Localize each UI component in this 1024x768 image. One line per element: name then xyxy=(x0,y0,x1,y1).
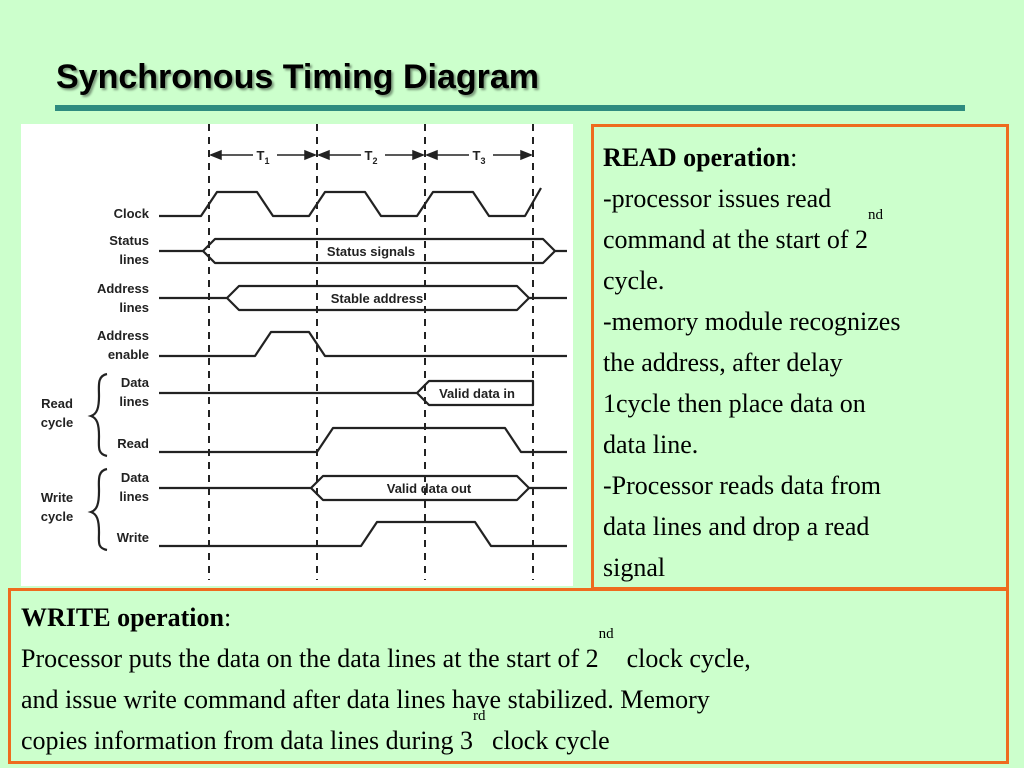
status-bus-waveform xyxy=(159,237,567,265)
write-text-segment: Processor puts the data on the data line… xyxy=(21,644,599,673)
period-t2-arrow xyxy=(316,149,426,161)
write-cycle-label-1: Write xyxy=(41,490,73,505)
read-heading-colon: : xyxy=(790,143,798,172)
write-signal-label: Write xyxy=(117,530,149,545)
read-text-line: 1cycle then place data on xyxy=(603,389,866,418)
write-heading: WRITE operation xyxy=(21,603,224,632)
address-enable-label-1: Address xyxy=(97,328,149,343)
read-superscript: nd xyxy=(867,207,883,223)
write-heading-colon: : xyxy=(223,603,232,632)
read-text-line: -Processor reads data from xyxy=(603,471,881,500)
write-operation-box: WRITE operation: Processor puts the data… xyxy=(8,588,1009,764)
write-data-waveform xyxy=(159,474,567,502)
read-cycle-brace xyxy=(87,372,108,458)
status-signals-label: Status signals xyxy=(327,244,415,259)
write-text-line: Processor puts the data on the data line… xyxy=(21,627,996,679)
read-signal-label: Read xyxy=(117,436,149,451)
read-text-line: data lines and drop a read xyxy=(603,512,870,541)
read-data-lines-label-2: lines xyxy=(119,394,149,409)
write-cycle-brace xyxy=(87,467,108,552)
address-bus-waveform xyxy=(159,284,567,312)
write-heading-line: WRITE operation: xyxy=(21,597,996,638)
address-lines-label-1: Address xyxy=(97,281,149,296)
read-text-line: -processor issues read xyxy=(603,184,832,213)
write-text-segment: clock cycle, xyxy=(613,644,751,673)
read-operation-box: READ operation: -processor issues read c… xyxy=(591,124,1009,590)
write-cycle-label-2: cycle xyxy=(41,509,74,524)
read-heading-line: READ operation: xyxy=(603,137,998,178)
read-text-line: -memory module recognizes xyxy=(603,307,901,336)
write-text-segment: copies information from data lines durin… xyxy=(21,726,474,755)
write-data-lines-label-1: Data xyxy=(121,470,150,485)
write-text-segment: clock cycle xyxy=(485,726,610,755)
read-text-line: data line. xyxy=(603,430,699,459)
write-text-line: copies information from data lines durin… xyxy=(21,709,996,761)
period-t3-label: T3 xyxy=(473,148,486,166)
period-t3-arrow xyxy=(424,149,534,161)
read-text-segment: command at the start of 2 xyxy=(603,225,868,254)
clock-label: Clock xyxy=(114,206,150,221)
write-signal-waveform xyxy=(159,520,567,548)
read-cycle-label-2: cycle xyxy=(41,415,74,430)
write-superscript: nd xyxy=(598,626,614,642)
address-enable-label-2: enable xyxy=(108,347,149,362)
read-text-line: command at the start of 2 nd xyxy=(603,208,998,260)
read-data-lines-label-1: Data xyxy=(121,375,150,390)
status-lines-label-2: lines xyxy=(119,252,149,267)
period-t1-arrow xyxy=(208,149,318,161)
title-underline xyxy=(55,105,965,111)
read-heading: READ operation xyxy=(603,143,791,172)
timing-diagram: T1 T2 T3 Status signals Stable address V… xyxy=(21,124,573,586)
address-lines-label-2: lines xyxy=(119,300,149,315)
status-lines-label-1: Status xyxy=(109,233,149,248)
read-text-line: cycle. xyxy=(603,266,665,295)
write-text-line: and issue write command after data lines… xyxy=(21,685,710,714)
page-title: Synchronous Timing Diagram xyxy=(56,58,540,96)
period-t2-label: T2 xyxy=(365,148,378,166)
period-t1-label: T1 xyxy=(257,148,270,166)
address-enable-waveform xyxy=(159,330,567,358)
write-superscript: rd xyxy=(473,708,486,724)
valid-data-out-label: Valid data out xyxy=(387,481,472,496)
read-text-line: the address, after delay xyxy=(603,348,843,377)
valid-data-in-label: Valid data in xyxy=(439,386,515,401)
write-data-lines-label-2: lines xyxy=(119,489,149,504)
timing-diagram-svg: T1 T2 T3 Status signals Stable address V… xyxy=(41,124,567,580)
read-cycle-label-1: Read xyxy=(41,396,73,411)
read-signal-waveform xyxy=(159,426,567,454)
read-text-line: signal xyxy=(603,553,666,582)
clock-waveform xyxy=(159,187,542,218)
read-data-waveform xyxy=(159,379,535,407)
stable-address-label: Stable address xyxy=(331,291,424,306)
